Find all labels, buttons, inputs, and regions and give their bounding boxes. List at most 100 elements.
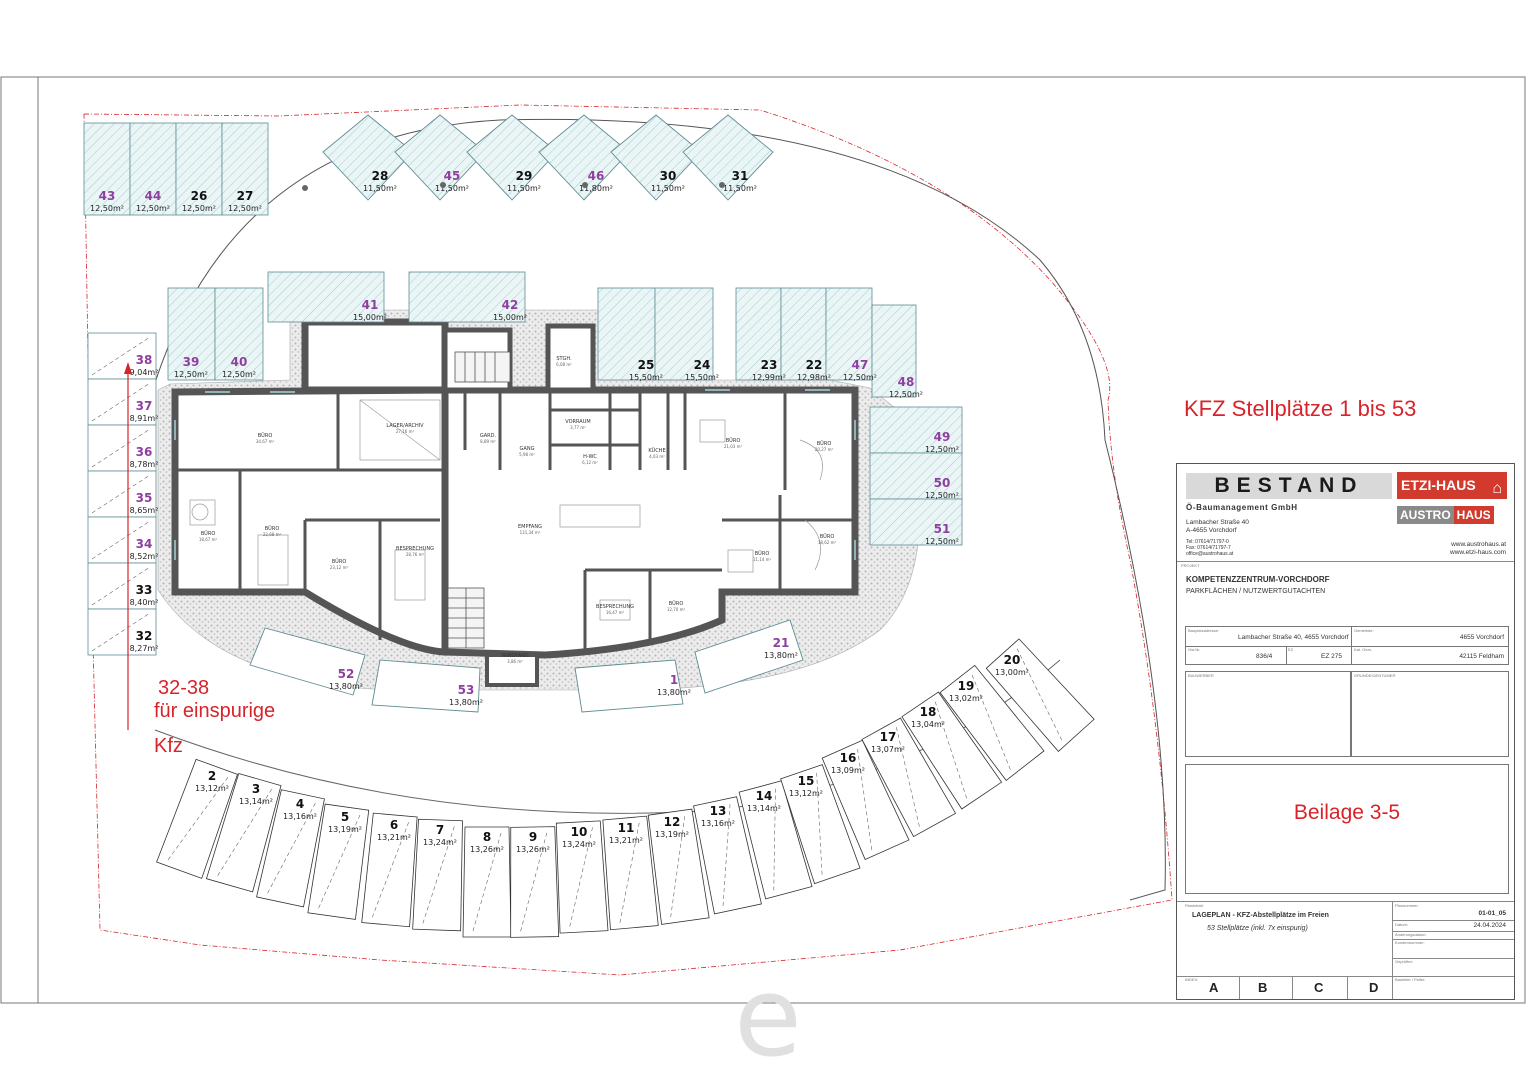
stall-guide <box>896 727 920 827</box>
room-name: GARD. <box>480 433 497 439</box>
room-name: BÜRO <box>669 600 684 607</box>
parking-stall <box>861 717 957 838</box>
stall-area: 13,07m² <box>871 745 905 754</box>
stall-area: 13,02m² <box>949 694 983 703</box>
stall-number: 7 <box>436 823 444 837</box>
stall-number: 29 <box>516 169 533 183</box>
austro-text: AUSTRO <box>1397 506 1454 524</box>
parking-stall <box>869 498 963 546</box>
room-name: BESPRECHUNG <box>596 604 634 610</box>
stall-area: 13,16m² <box>701 819 735 828</box>
parking-stall <box>256 789 325 908</box>
stall-number: 12 <box>664 815 681 829</box>
room-name: BÜRO <box>201 530 216 537</box>
plannummer-label: Plannummer: <box>1395 903 1419 908</box>
stall-number: 37 <box>136 399 153 413</box>
stall-area: 12,50m² <box>925 491 959 500</box>
room-name: BÜRO <box>817 440 832 447</box>
parking-stall <box>267 271 385 323</box>
stall-number: 14 <box>756 789 773 803</box>
stall-number: 43 <box>99 189 116 203</box>
project-name: KOMPETENZZENTRUM-VORCHDORF <box>1186 575 1330 584</box>
stall-number: 21 <box>773 636 790 650</box>
parking-stall <box>597 287 656 381</box>
stall-area: 8,27m² <box>130 644 159 653</box>
stall-number: 46 <box>588 169 605 183</box>
address-line-1: Lambacher Straße 40 <box>1186 519 1249 526</box>
stall-number: 25 <box>638 358 655 372</box>
address-line-2: A-4655 Vorchdorf <box>1186 527 1237 534</box>
stall-area: 13,04m² <box>911 720 945 729</box>
stall-area: 11,50m² <box>363 184 397 193</box>
arc-stall <box>780 764 861 885</box>
stall-area: 12,50m² <box>222 370 256 379</box>
stall-number: 31 <box>732 169 749 183</box>
stall-number: 39 <box>183 355 200 369</box>
bestand-banner: BESTAND <box>1186 473 1392 499</box>
stall-area: 15,00m² <box>353 313 387 322</box>
stall-guide <box>91 474 151 514</box>
stall-guide <box>91 382 151 422</box>
arc-stall <box>693 796 762 915</box>
room-area: 131,34 m² <box>520 530 541 535</box>
stall-area: 12,99m² <box>752 373 786 382</box>
parking-stall <box>985 638 1095 752</box>
stall-number: 23 <box>761 358 778 372</box>
arc-stall <box>821 739 910 860</box>
ez-label: EZ <box>1288 647 1294 652</box>
arc-stall <box>647 808 710 925</box>
stall-number: 3 <box>252 782 260 796</box>
title-block: BESTAND ETZI-HAUS ⌂ Ö-Baumanagement GmbH… <box>1176 463 1515 1000</box>
parking-stall <box>167 287 216 381</box>
stall-area: 13,80m² <box>764 651 798 660</box>
parking-stall <box>939 664 1045 781</box>
stall-number: 51 <box>934 522 951 536</box>
room-name: BESPRECHUNG <box>396 546 434 552</box>
stall-area: 13,24m² <box>562 840 596 849</box>
parking-stall <box>249 627 366 696</box>
index-c: C <box>1314 980 1324 995</box>
stall-guide <box>167 777 229 860</box>
room-name: BÜRO <box>726 437 741 444</box>
stall-area: 12,50m² <box>925 537 959 546</box>
watermark: e <box>734 953 802 1080</box>
arc-stall <box>985 638 1095 752</box>
stall-number: 44 <box>145 189 162 203</box>
arc-stall <box>156 758 238 879</box>
parking-stall <box>83 122 131 216</box>
house-icon: ⌂ <box>1492 480 1502 497</box>
room-area: 22,68 m² <box>263 532 282 537</box>
stall-guide <box>267 802 316 894</box>
stall-guide <box>670 816 686 918</box>
stall-number: 18 <box>920 705 937 719</box>
stall-area: 13,24m² <box>423 838 457 847</box>
arc-stall <box>361 812 418 928</box>
room-name: H-WC <box>583 454 597 460</box>
room-area: 20,27 m² <box>815 447 834 452</box>
stall-number: 2 <box>208 769 216 783</box>
room-area: 34,67 m² <box>256 439 275 444</box>
stall-area: 8,40m² <box>130 598 159 607</box>
parking-stall <box>901 691 1003 810</box>
room-area: 16,47 m² <box>606 610 625 615</box>
stall-area: 11,80m² <box>579 184 613 193</box>
katgem-label: Kat. Gem. <box>1354 647 1373 652</box>
stall-area: 8,52m² <box>130 552 159 561</box>
bauwerber-label: BAUWERBER <box>1188 673 1214 678</box>
stall-number: 17 <box>880 730 897 744</box>
stall-number: 10 <box>571 825 588 839</box>
arc-stall <box>510 826 560 938</box>
stall-number: 26 <box>191 189 208 203</box>
stall-number: 15 <box>798 774 815 788</box>
stall-number: 45 <box>444 169 461 183</box>
bauplatz-value: Lambacher Straße 40, 4655 Vorchdorf <box>1238 634 1349 641</box>
room-name: WINDFANG <box>501 653 529 659</box>
parking-stall <box>361 812 418 928</box>
stall-number: 40 <box>231 355 248 369</box>
stall-area: 13,26m² <box>516 845 550 854</box>
stall-number: 49 <box>934 430 951 444</box>
stall-guide <box>91 566 151 606</box>
room-name: EMPFANG <box>518 524 542 530</box>
stall-number: 53 <box>458 683 475 697</box>
